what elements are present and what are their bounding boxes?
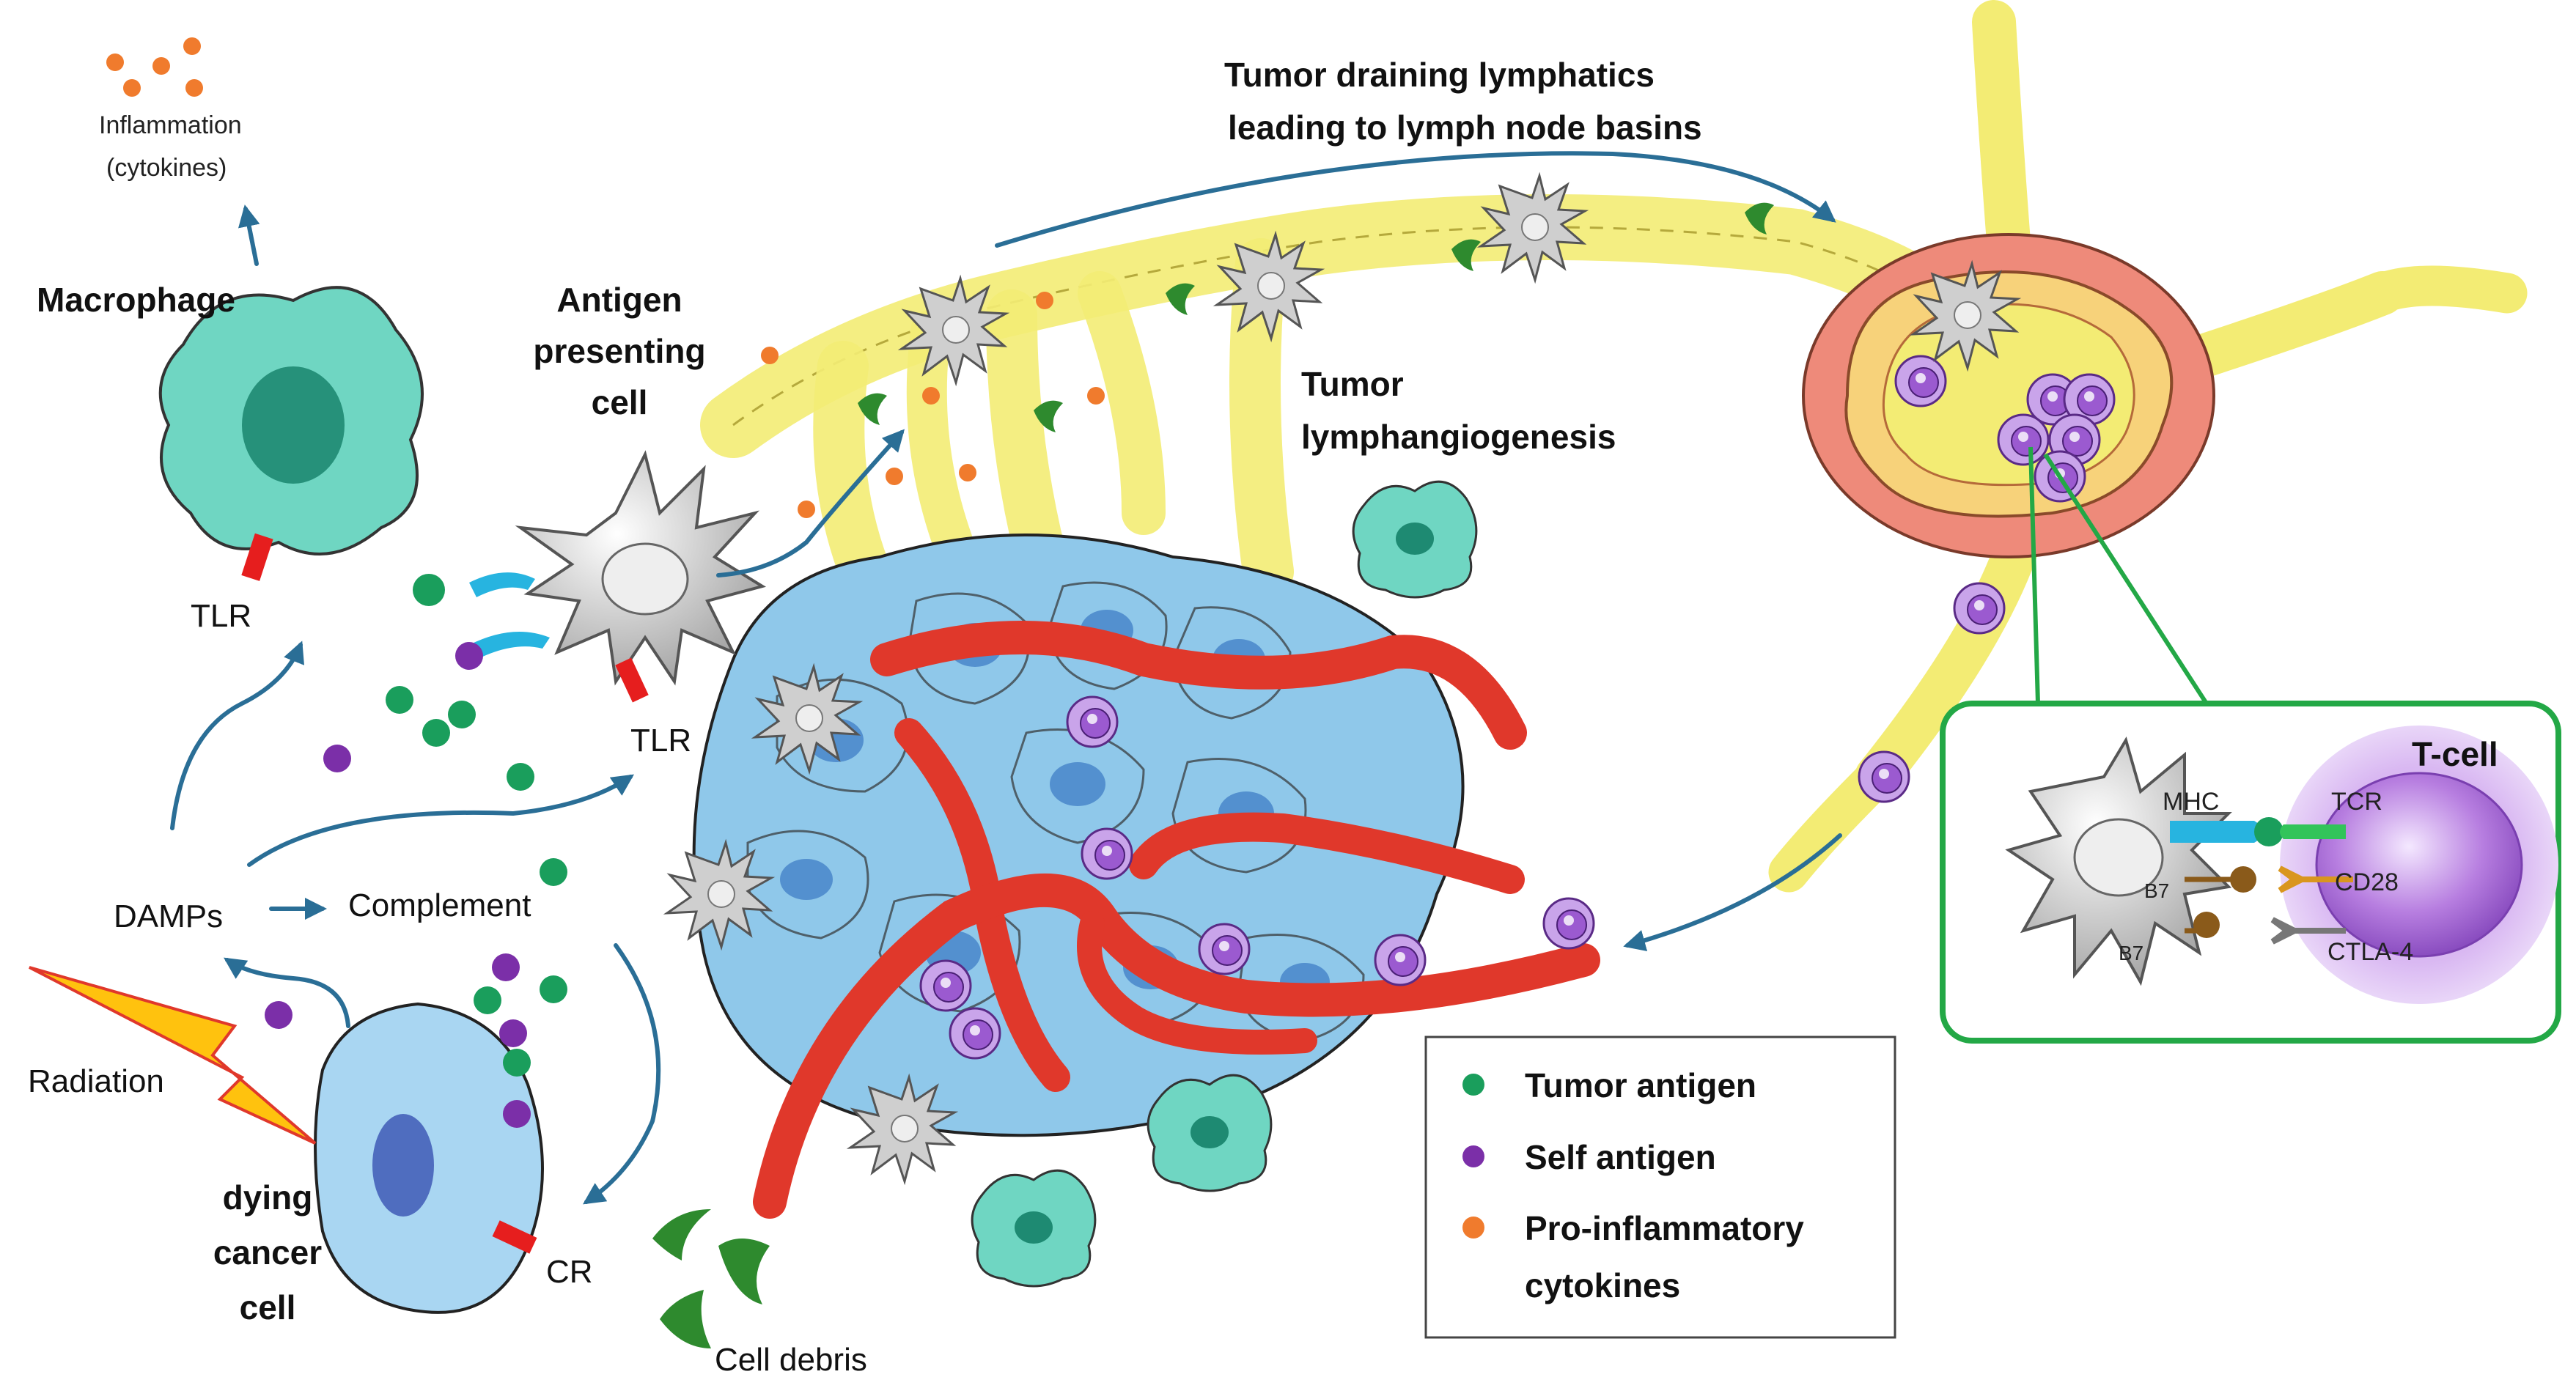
label-tlr-apc: TLR [630, 723, 691, 758]
label-lymphatics-line2: leading to lymph node basins [1228, 108, 1702, 147]
label-dying-line2: cancer [213, 1233, 322, 1271]
process-arrows [170, 151, 1842, 1205]
mhc-receptor-apc-2 [469, 632, 550, 660]
label-complement: Complement [348, 887, 531, 923]
blood-vessels [753, 621, 1600, 1219]
cell-debris [652, 202, 1774, 1348]
self-antigen-dots [265, 642, 531, 1128]
label-mhc: MHC [2163, 788, 2219, 816]
radiation-lightning-icon [29, 966, 317, 1145]
tcell-body [2315, 772, 2523, 958]
label-cytokines-paren: (cytokines) [106, 154, 227, 182]
label-damps: DAMPs [114, 898, 223, 934]
antigen-presenting-cell [413, 450, 767, 703]
label-apc-line3: cell [592, 383, 648, 421]
label-b7-bottom: B7 [2119, 942, 2143, 964]
ctla4-receptor [2270, 917, 2346, 945]
legend-label-tumor-antigen: Tumor antigen [1525, 1066, 1756, 1104]
label-cell-debris: Cell debris [715, 1342, 867, 1378]
legend-label-cytokines: Pro-inflammatory [1525, 1209, 1804, 1247]
label-lymphatics-line1: Tumor draining lymphatics [1224, 56, 1655, 94]
tcr-receptor [2280, 824, 2346, 839]
tlr-receptor-apc [615, 657, 649, 703]
b7-ligand-1 [2230, 866, 2256, 893]
mhc-receptor-apc-1 [469, 572, 535, 597]
legend-label-cytokines-line2: cytokines [1525, 1266, 1680, 1304]
diagram-labels: Inflammation (cytokines) Macrophage TLR … [28, 56, 2498, 1378]
tumor-antigen-bound [413, 574, 445, 606]
lymph-node [1802, 233, 2215, 558]
label-dying-line3: cell [240, 1288, 296, 1326]
legend: Tumor antigen Self antigen Pro-inflammat… [1424, 1036, 1896, 1339]
legend-label-self-antigen: Self antigen [1525, 1138, 1716, 1176]
label-lymphangio-line1: Tumor [1301, 365, 1404, 403]
mhc-molecule [2170, 821, 2264, 843]
label-dying-line1: dying [223, 1178, 313, 1217]
b7-ligand-2 [2193, 912, 2220, 938]
label-apc-line2: presenting [533, 332, 705, 370]
tcell-interaction-inset [1940, 446, 2561, 1044]
label-inflammation: Inflammation [99, 111, 242, 139]
cytokine-dots [106, 37, 1105, 518]
label-ctla4: CTLA-4 [2327, 938, 2413, 966]
legend-swatch-self-antigen [1462, 1145, 1484, 1167]
dying-cancer-cell [314, 1002, 544, 1314]
macrophage-cell [158, 286, 424, 581]
label-cd28: CD28 [2335, 868, 2399, 896]
tumor-antigen-dots [386, 686, 567, 1077]
complement-receptor [492, 1220, 537, 1254]
label-lymphangio-line2: lymphangiogenesis [1301, 418, 1616, 456]
label-radiation: Radiation [28, 1063, 164, 1099]
antigen-peptide [2254, 817, 2284, 846]
label-apc-line1: Antigen [556, 281, 682, 319]
label-macrophage: Macrophage [37, 281, 235, 319]
label-tcell: T-cell [2412, 735, 2498, 773]
legend-box [1424, 1036, 1896, 1339]
label-cr: CR [546, 1254, 593, 1290]
legend-swatch-cytokines [1462, 1217, 1484, 1239]
label-b7-top: B7 [2144, 879, 2169, 902]
cd28-receptor [2278, 865, 2353, 893]
label-tlr-macrophage: TLR [191, 598, 251, 634]
label-tcr: TCR [2331, 788, 2382, 816]
legend-swatch-tumor-antigen [1462, 1074, 1484, 1096]
tlr-receptor-macrophage [241, 533, 273, 581]
